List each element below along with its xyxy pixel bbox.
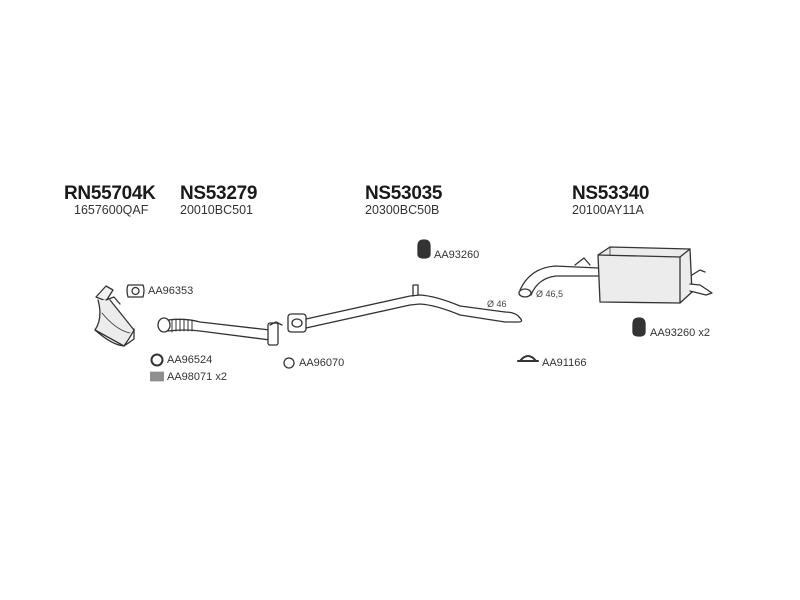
accessory-gasket-front: AA96353 — [148, 285, 194, 297]
oem-number-3: 20300BC50B — [365, 203, 440, 217]
intermediate-pipe-icon — [287, 284, 523, 333]
oem-number-1: 1657600QAF — [74, 203, 149, 217]
accessory-ring-gasket: AA96524 — [167, 354, 213, 366]
accessory-clamp: AA91166 — [542, 357, 587, 369]
catalytic-converter-icon — [94, 285, 135, 347]
oem-number-2: 20010BC501 — [180, 203, 253, 217]
clamp-icon — [517, 355, 539, 362]
dimension-pipe-right: Ø 46,5 — [536, 289, 564, 299]
accessory-rubber-mount-rear: AA93260 x2 — [650, 327, 710, 339]
oem-number-4: 20100AY11A — [572, 203, 644, 217]
rubber-mount-top-icon — [417, 239, 431, 259]
dimension-pipe-left: Ø 46 — [487, 299, 507, 309]
accessory-ring-mid: AA96070 — [299, 357, 345, 369]
rear-muffler-icon — [518, 246, 713, 304]
part-code-1: RN55704K — [64, 183, 156, 204]
accessory-spring: AA98071 x2 — [167, 371, 227, 383]
accessory-rubber-mount-top: AA93260 — [434, 249, 480, 261]
part-code-2: NS53279 — [180, 183, 258, 204]
spring-icon — [150, 371, 164, 382]
gasket-front-icon — [126, 284, 145, 298]
front-pipe-icon — [157, 317, 283, 346]
rubber-mount-rear-icon — [632, 317, 646, 337]
ring-gasket-icon — [150, 353, 164, 367]
ring-mid-icon — [283, 357, 295, 369]
part-code-3: NS53035 — [365, 183, 443, 204]
part-code-4: NS53340 — [572, 183, 650, 204]
